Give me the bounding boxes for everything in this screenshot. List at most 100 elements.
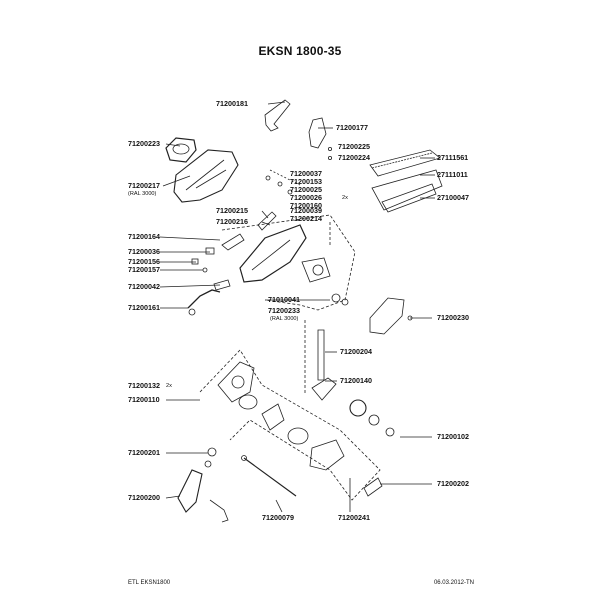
- footer-document-code: ETL EKSN1800: [128, 580, 171, 586]
- footer-date: 06.03.2012-TN: [433, 580, 474, 586]
- leader-line: [275, 499, 283, 513]
- part-label-71200036: 71200036: [128, 247, 160, 256]
- part-label-71200026: 71200026: [290, 193, 322, 202]
- sprocket-part: [331, 293, 341, 303]
- assembly-outline: [221, 214, 356, 311]
- housing-detail: [195, 169, 227, 189]
- screw-part: [265, 175, 271, 181]
- part-label-71010041: 71010041: [268, 295, 300, 304]
- part-label-71200202: 71200202: [437, 479, 469, 488]
- gear-part: [349, 399, 367, 417]
- handle-screw-part: [207, 447, 217, 457]
- screw-part: [327, 155, 332, 160]
- part-label-71200110: 71200110: [128, 395, 160, 404]
- part-label-71200156: 71200156: [128, 257, 160, 266]
- spring-part: [213, 279, 231, 291]
- gear-part: [385, 427, 395, 437]
- rod-part: [243, 457, 297, 497]
- part-label-71200204: 71200204: [340, 347, 372, 356]
- part-label-71200025: 71200025: [290, 185, 322, 194]
- brake-lever-part: [311, 377, 337, 401]
- leader-line: [159, 236, 221, 241]
- part-label-71200214: 71200214: [290, 214, 322, 223]
- cable-plug: [188, 308, 196, 316]
- cover-part-detail: [172, 143, 190, 155]
- part-label-71200200: 71200200: [128, 493, 160, 502]
- part-label-71200132: 71200132: [128, 381, 160, 390]
- housing-half-part: [173, 149, 239, 203]
- part-label-71200157: 71200157: [128, 265, 160, 274]
- switch-spring-part: [209, 499, 229, 523]
- part-label-71200039: 71200039: [290, 206, 322, 215]
- gear-part: [368, 414, 380, 426]
- handle-screw-part: [204, 460, 212, 468]
- part-label-71200164: 71200164: [128, 232, 160, 241]
- part-label-71200216: 71200216: [216, 217, 248, 226]
- main-body-detail: [251, 239, 291, 271]
- part-label-71200140: 71200140: [340, 376, 372, 385]
- part-label-71200230: 71200230: [437, 313, 469, 322]
- shaft-part: [317, 329, 325, 381]
- part-qty-71200026: 2x: [342, 195, 348, 201]
- part-label-71200233: 71200233: [268, 306, 300, 315]
- part-label-71200224: 71200224: [338, 153, 370, 162]
- screw-part: [287, 189, 293, 195]
- motor-part: [238, 394, 258, 410]
- leader-line: [261, 221, 271, 226]
- cover-part: [165, 137, 197, 163]
- leader-line: [159, 284, 221, 288]
- part-label-71200225: 71200225: [338, 142, 370, 151]
- clip-part: [257, 211, 277, 231]
- part-label-27111561: 27111561: [437, 153, 469, 162]
- gearbox-detail: [231, 375, 245, 389]
- part-label-71200217-ral: (RAL 3000): [128, 191, 157, 197]
- small-part: [205, 247, 215, 255]
- leader-line: [165, 143, 181, 147]
- handle-bar-part: [264, 99, 291, 132]
- rod-end: [241, 455, 247, 461]
- screw-part: [327, 146, 332, 151]
- assembly-outline: [199, 349, 381, 501]
- part-label-27111011: 27111011: [437, 170, 468, 179]
- rear-handle-part: [177, 469, 203, 513]
- part-label-71200153: 71200153: [290, 177, 322, 186]
- motor-housing-part: [309, 439, 345, 471]
- sprocket-cover-part: [301, 257, 331, 283]
- side-cover-part: [369, 297, 405, 335]
- part-label-71200217: 71200217: [128, 181, 160, 190]
- gearbox-part: [217, 361, 255, 403]
- cable-part: [187, 289, 221, 309]
- clip-part: [363, 477, 383, 497]
- part-label-71200177: 71200177: [336, 123, 368, 132]
- small-part: [202, 267, 208, 273]
- part-label-71200201: 71200201: [128, 448, 160, 457]
- diagram-title: EKSN 1800-35: [258, 44, 342, 58]
- part-label-71200079: 71200079: [262, 513, 294, 522]
- part-label-71200223: 71200223: [128, 139, 160, 148]
- trigger-part: [308, 117, 327, 149]
- small-part: [191, 258, 199, 265]
- guide-bar-part: [371, 169, 443, 211]
- chain-links: [371, 152, 433, 169]
- leader-line: [165, 495, 181, 499]
- screw-part: [277, 181, 283, 187]
- part-label-71200241: 71200241: [338, 513, 370, 522]
- sprocket-part: [341, 298, 349, 306]
- part-label-71200102: 71200102: [437, 432, 469, 441]
- bracket-part: [221, 233, 245, 251]
- part-label-71200161: 71200161: [128, 303, 160, 312]
- part-label-71200233-ral: (RAL 3000): [270, 316, 299, 322]
- part-label-71200037: 71200037: [290, 169, 322, 178]
- chain-part: [369, 149, 441, 177]
- part-label-71200181: 71200181: [216, 99, 248, 108]
- part-label-71200215: 71200215: [216, 206, 248, 215]
- sprocket-cover-detail: [312, 264, 324, 276]
- assembly-axis: [269, 169, 301, 186]
- housing-detail: [185, 159, 225, 191]
- main-body-part: [239, 224, 307, 283]
- part-label-27100047: 27100047: [437, 193, 469, 202]
- part-label-71200160: 71200160: [290, 201, 322, 210]
- part-qty-71200132: 2x: [166, 383, 172, 389]
